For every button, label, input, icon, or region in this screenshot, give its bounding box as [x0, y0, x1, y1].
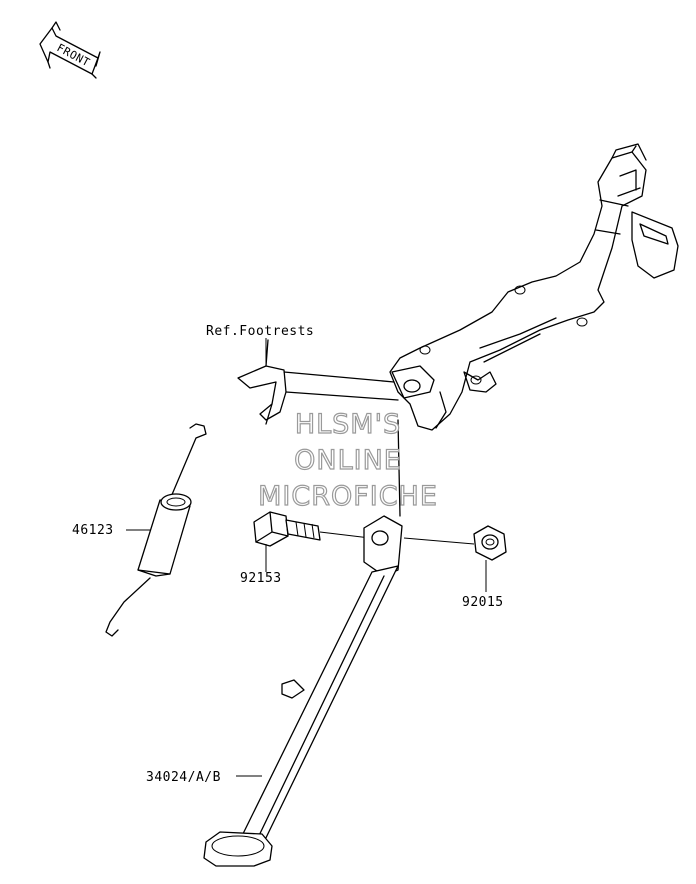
spring-part-number: 46123 [72, 523, 114, 538]
leader-lines [126, 338, 487, 777]
spring [105, 423, 207, 637]
watermark-line-1: HLSM'S [295, 409, 401, 440]
frame-bracket [389, 143, 679, 431]
stand-part-number: 34024/A/B [146, 770, 221, 785]
ref-footrests-label: Ref.Footrests [206, 324, 314, 339]
nut [403, 525, 507, 561]
nut-part-number: 92015 [462, 595, 504, 610]
bolt [253, 511, 371, 547]
side-stand [203, 419, 403, 867]
watermark-line-2: ONLINE [294, 445, 402, 476]
watermark-line-3: MICROFICHE [258, 481, 438, 512]
front-arrow-icon: FRONT [39, 21, 101, 79]
watermark: HLSM'S ONLINE MICROFICHE [257, 408, 438, 512]
bolt-part-number: 92153 [240, 571, 282, 586]
footrest-bracket [237, 339, 399, 425]
